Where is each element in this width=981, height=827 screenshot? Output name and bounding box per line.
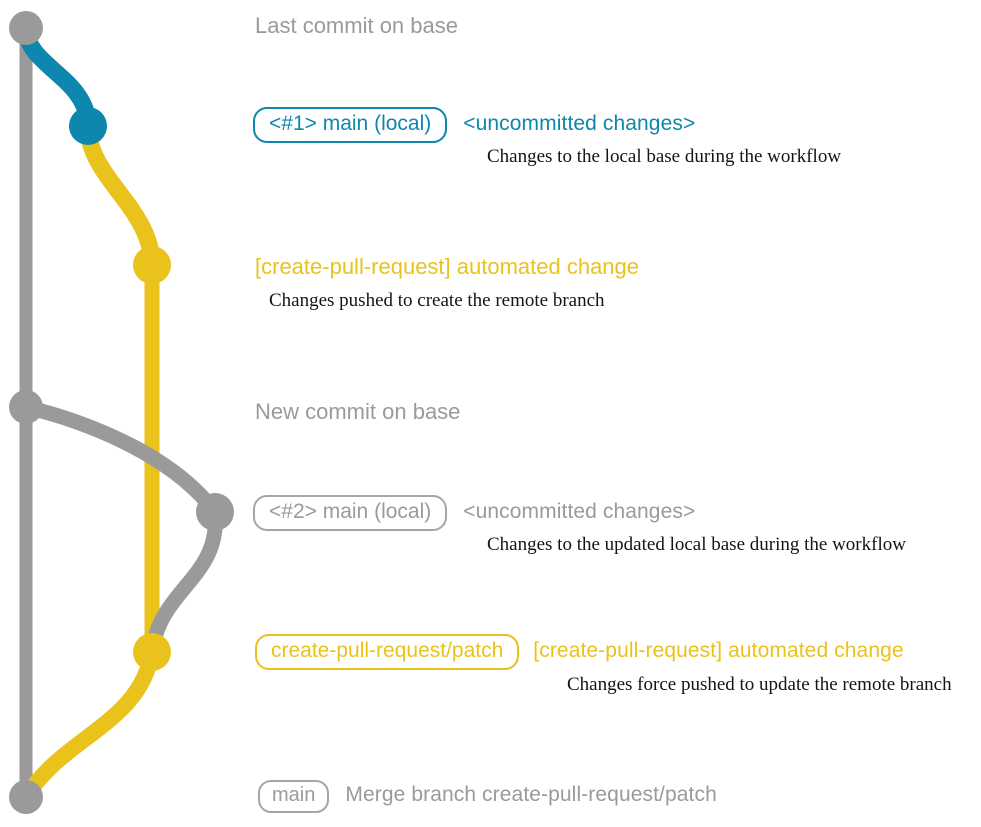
- commit-node-local-1[interactable]: [69, 107, 107, 145]
- commit-heading-last-commit-on-base: Last commit on base: [255, 13, 458, 38]
- commit-row-merge: main Merge branch create-pull-request/pa…: [258, 780, 717, 813]
- commit-subject-merge: Merge branch create-pull-request/patch: [345, 783, 717, 806]
- commit-row-patch-2: create-pull-request/patch [create-pull-r…: [255, 634, 904, 671]
- commit-row-local-2: <#2> main (local) <uncommitted changes>: [253, 495, 696, 532]
- commit-row-local-1: <#1> main (local) <uncommitted changes>: [253, 107, 696, 144]
- commit-note-local-2: Changes to the updated local base during…: [487, 534, 906, 555]
- commit-subject-patch-1: [create-pull-request] automated change: [255, 254, 640, 279]
- commit-note-local-1: Changes to the local base during the wor…: [487, 146, 842, 167]
- commit-node-last-commit-on-base[interactable]: [9, 11, 43, 45]
- commit-subject-local-2: <uncommitted changes>: [463, 500, 696, 523]
- commit-note-patch-1: Changes pushed to create the remote bran…: [269, 290, 605, 311]
- branch-ref-pill-local-1[interactable]: <#1> main (local): [253, 107, 448, 144]
- edge-local-1-to-patch-1: [79, 117, 161, 274]
- branch-ref-pill-local-2[interactable]: <#2> main (local): [253, 495, 448, 532]
- commit-node-new-commit-on-base[interactable]: [9, 390, 43, 424]
- edge-patch-2-to-merge: [18, 644, 160, 805]
- commit-node-merge[interactable]: [9, 780, 43, 814]
- edge-base-to-local-2: [18, 399, 223, 520]
- commit-note-patch-2: Changes force pushed to update the remot…: [567, 674, 952, 695]
- commit-node-local-2[interactable]: [196, 493, 234, 531]
- branch-ref-pill-main[interactable]: main: [258, 780, 330, 813]
- commit-heading-new-commit-on-base: New commit on base: [255, 399, 461, 424]
- commit-node-patch-1[interactable]: [133, 246, 171, 284]
- commit-subject-patch-2: [create-pull-request] automated change: [533, 639, 904, 662]
- edge-local-2-to-patch-2: [144, 504, 223, 660]
- commit-subject-local-1: <uncommitted changes>: [463, 112, 696, 135]
- branch-ref-pill-patch[interactable]: create-pull-request/patch: [255, 634, 520, 671]
- commit-node-patch-2[interactable]: [133, 633, 171, 671]
